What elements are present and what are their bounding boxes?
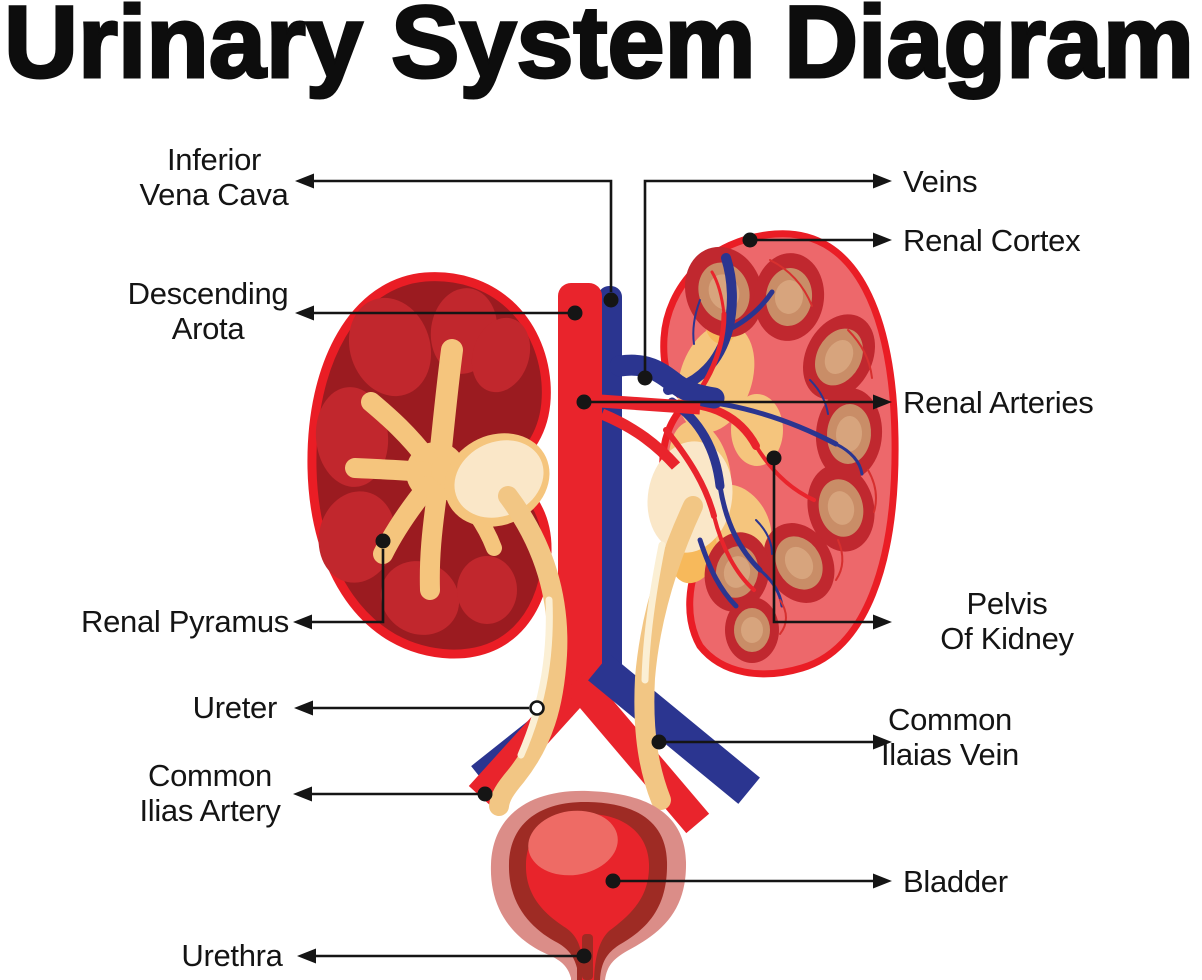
marker-dot bbox=[603, 292, 619, 308]
right-kidney-arteries bbox=[663, 259, 877, 635]
page-title: Urinary System Diagram bbox=[4, 0, 1194, 99]
right-kidney bbox=[647, 230, 899, 678]
label-line: Common bbox=[148, 758, 272, 793]
label-line: Of Kidney bbox=[940, 621, 1074, 656]
label-line: Renal Cortex bbox=[903, 223, 1081, 258]
leader-inferior-vena-cava bbox=[313, 179, 613, 292]
label-descending-arota: Descending Arota bbox=[103, 276, 313, 346]
leader-pelvis-of-kidney bbox=[772, 458, 874, 624]
label-inferior-vena-cava: Inferior Vena Cava bbox=[104, 142, 324, 212]
marker-dot bbox=[742, 232, 758, 248]
right-ureter-tube bbox=[634, 496, 703, 810]
label-renal-pyramus: Renal Pyramus bbox=[55, 604, 289, 639]
left-ureter-tube bbox=[489, 486, 568, 816]
aorta-vessel bbox=[558, 283, 602, 691]
label-line: Inferior bbox=[166, 142, 262, 177]
marker-dot bbox=[637, 370, 653, 386]
label-veins: Veins bbox=[903, 164, 1163, 199]
label-line: Common bbox=[888, 702, 1012, 737]
label-line: Ureter bbox=[192, 690, 278, 725]
label-line: Arota bbox=[171, 311, 245, 346]
label-common-ilias-artery: Common Ilias Artery bbox=[105, 758, 315, 828]
marker-dot-open bbox=[529, 700, 545, 716]
marker-dot bbox=[375, 533, 391, 549]
annotation-arrowheads bbox=[293, 173, 892, 964]
right-iliac-artery-vessel bbox=[564, 670, 710, 834]
right-iliac-vein-vessel bbox=[588, 654, 760, 804]
renal-vein-vessel bbox=[609, 354, 725, 409]
annotation-dots bbox=[375, 232, 782, 964]
label-pelvis-of-kidney: Pelvis Of Kidney bbox=[897, 586, 1117, 656]
leader-renal-pyramus bbox=[311, 549, 385, 624]
bladder-highlight bbox=[528, 810, 618, 876]
label-line: Renal Pyramus bbox=[80, 604, 289, 639]
label-renal-arteries: Renal Arteries bbox=[903, 385, 1193, 420]
left-kidney bbox=[307, 272, 552, 659]
label-line: Pelvis bbox=[966, 586, 1048, 621]
label-line: Urethra bbox=[181, 938, 283, 973]
marker-dot bbox=[651, 734, 667, 750]
label-line: Vena Cava bbox=[139, 177, 289, 212]
marker-dot bbox=[477, 786, 493, 802]
inferior-vena-cava-vessel bbox=[598, 286, 622, 696]
bladder-shape bbox=[490, 790, 687, 980]
label-line: Ilias Artery bbox=[139, 793, 281, 828]
label-line: Ilaias Vein bbox=[880, 737, 1020, 772]
marker-dot bbox=[567, 305, 583, 321]
label-common-ilaias-vein: Common Ilaias Vein bbox=[850, 702, 1050, 772]
label-line: Renal Arteries bbox=[903, 385, 1094, 420]
label-renal-cortex: Renal Cortex bbox=[903, 223, 1183, 258]
label-line: Bladder bbox=[903, 864, 1008, 899]
label-urethra: Urethra bbox=[132, 938, 332, 973]
renal-artery-lower-branch bbox=[599, 408, 681, 470]
label-line: Veins bbox=[903, 164, 978, 199]
label-ureter: Ureter bbox=[55, 690, 278, 725]
label-bladder: Bladder bbox=[903, 864, 1163, 899]
annotation-lines bbox=[311, 179, 874, 958]
marker-dot bbox=[766, 450, 782, 466]
label-line: Descending bbox=[127, 276, 289, 311]
marker-dot bbox=[576, 394, 592, 410]
marker-dot bbox=[576, 948, 592, 964]
marker-dot bbox=[605, 873, 621, 889]
leader-veins bbox=[643, 179, 874, 378]
